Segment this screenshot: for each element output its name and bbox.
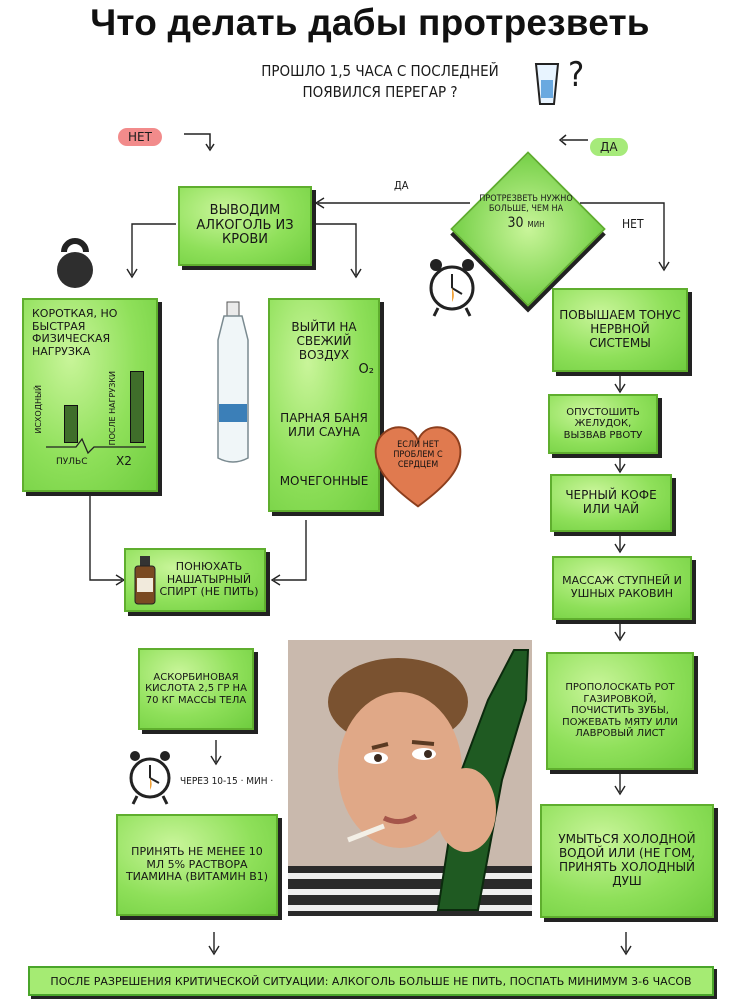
page-title: Что делать дабы протрезветь [90,2,650,43]
pulse-after-bar [130,370,144,443]
o2-text: O₂ [358,361,374,377]
no-tag: НЕТ [118,128,162,146]
massage-box: Массаж ступней и ушных раковин [552,556,692,620]
pulse-before-bar [64,404,78,443]
da-label: ДА [394,179,409,192]
glass-icon [534,63,560,105]
ammonia-bottle-icon [134,556,156,605]
kettlebell-icon [57,238,93,288]
question-mark-icon: ? [568,55,585,95]
remove-alcohol-box: Выводим алкоголь из крови [178,186,312,266]
bottle-icon [217,301,249,463]
question-line-2: появился перегар ? [302,82,458,101]
start-question: Прошло 1,5 часа с последней появился пер… [160,63,600,101]
exercise-box: Короткая, но быстрая физическая нагрузка… [22,298,158,492]
pulse-multiplier: x2 [116,453,132,468]
pulse-label: Пульс [56,456,88,467]
wash-box: Умыться холодной водой или (не гом, прин… [540,804,714,918]
thiamine-box: Принять не менее 10 мл 5% раствора тиами… [116,814,278,916]
alarm-clock-icon-2 [129,751,171,805]
after-minutes-label: ЧЕРЕЗ 10-15 · МИН · [180,776,274,787]
nerve-box: Повышаем тонус нервной системы [552,288,688,372]
yes-tag: ДА [590,138,628,156]
question-line-1: Прошло 1,5 часа с последней [261,62,499,80]
heart-note: Если нет проблем с сердцем [393,440,443,471]
stomach-box: Опустошить желудок, вызвав рвоту [548,394,658,454]
photo-drunk-man [288,640,532,916]
air-sauna-box: Выйти на свежий воздух O₂ Парная баня ил… [268,298,380,512]
pulse-before-label: Исходный [34,384,43,434]
exercise-label: Короткая, но быстрая физическая нагрузка [32,307,118,358]
no-arrow-icon [184,133,215,152]
pulse-chart: Исходный После нагрузки Пульс x2 [32,365,148,475]
sauna-text: Парная баня или сауна [280,411,368,440]
photo-illustration [288,640,532,916]
decision-text: Протрезветь нужно больше, чем на 30 МИН [478,194,574,232]
decision-unit: МИН [527,220,545,230]
coffee-box: Черный кофе или чай [550,474,672,532]
decision-minutes: 30 [507,215,524,232]
fresh-air-text: Выйти на свежий воздух [291,320,357,362]
footer-note: После разрешения критической ситуации: а… [28,966,714,996]
rinse-box: Прополоскать рот газировкой, почистить з… [546,652,694,770]
heart-icon [374,426,462,508]
yes-arrow-icon [558,134,588,146]
pulse-line-icon [46,437,146,454]
ascorbic-box: Аскорбиновая кислота 2,5 гр на 70 кг мас… [138,648,254,730]
diuretic-text: Мочегонные [279,473,369,488]
net-label: НЕТ [622,217,644,231]
alarm-clock-icon [429,259,475,317]
decision-label: Протрезветь нужно больше, чем на [479,194,573,215]
